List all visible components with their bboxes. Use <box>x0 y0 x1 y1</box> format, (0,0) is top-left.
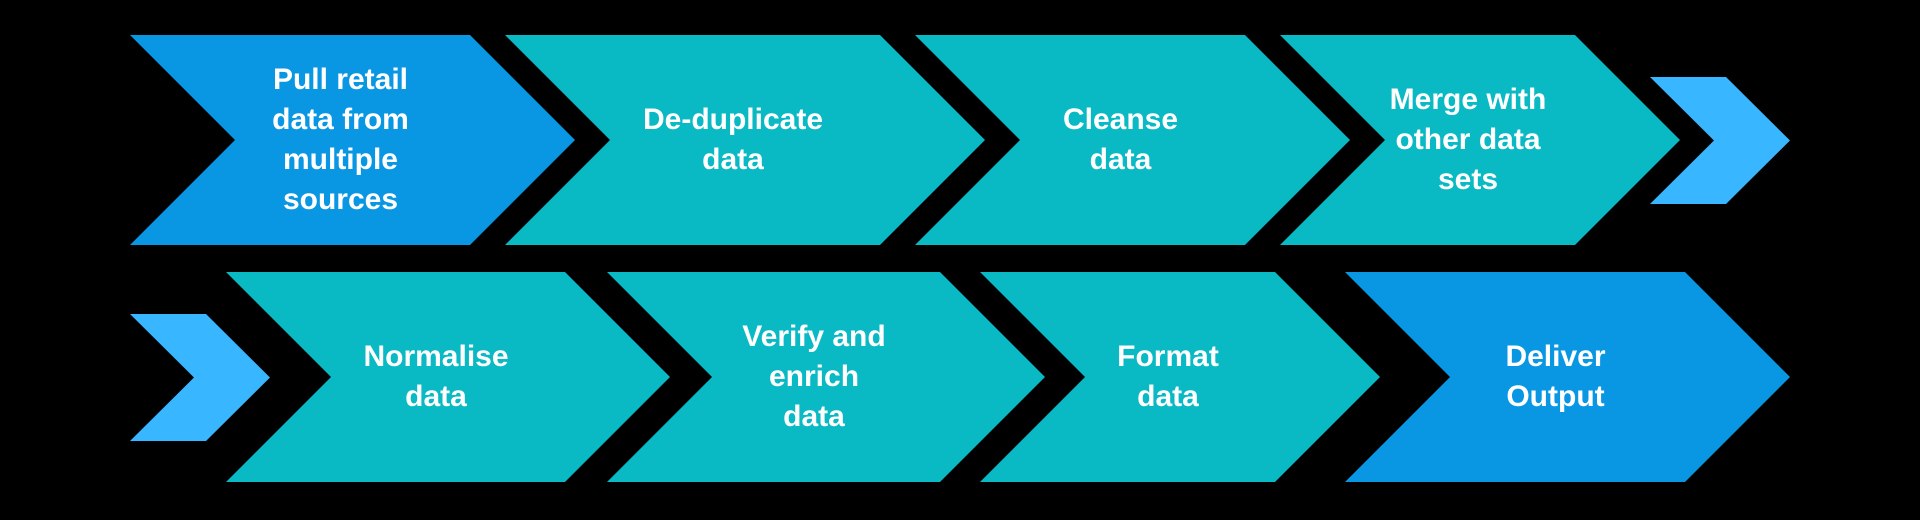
step-deliver-output: Deliver Output <box>1345 272 1790 482</box>
flow-connector-arrow-icon <box>130 314 270 441</box>
step-label: Cleanse data <box>1062 103 1179 176</box>
step-de-duplicate-data: De-duplicate data <box>505 35 985 245</box>
step-label: De-duplicate data <box>642 103 824 176</box>
step-label: Normalise data <box>363 340 509 413</box>
step-normalise-data: Normalise data <box>226 272 670 482</box>
step-label: Deliver Output <box>1505 340 1606 413</box>
step-label: Verify and enrich data <box>742 320 886 433</box>
step-label: Merge with other data sets <box>1389 83 1547 196</box>
step-label: Format data <box>1117 340 1219 413</box>
step-label: Pull retail data from multiple sources <box>272 63 409 216</box>
step-verify-enrich-data: Verify and enrich data <box>607 272 1045 482</box>
step-pull-retail-data: Pull retail data from multiple sources <box>130 35 575 245</box>
